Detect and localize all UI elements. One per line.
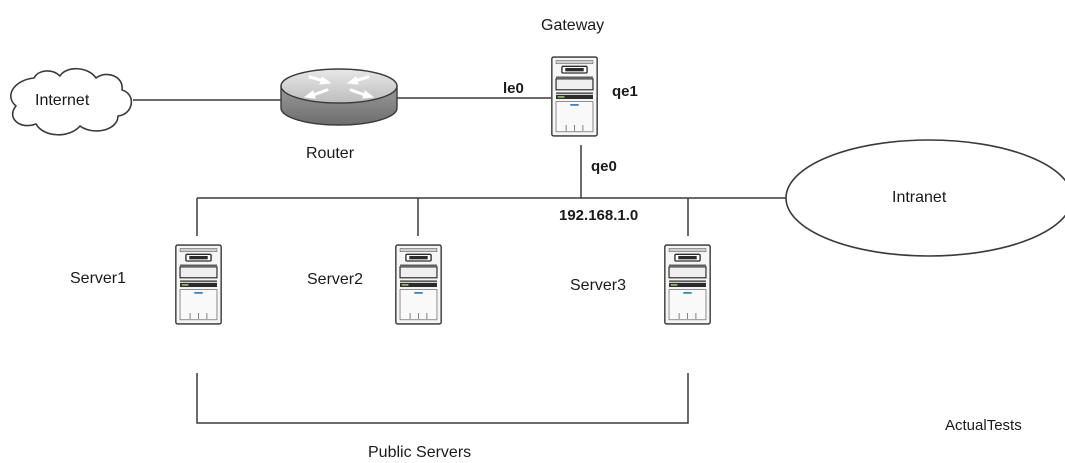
gateway-server-icon [551, 56, 598, 137]
network-address-label: 192.168.1.0 [559, 207, 639, 224]
internet-cloud [10, 67, 133, 136]
server1-icon [175, 244, 222, 325]
server1-label: Server1 [70, 270, 127, 287]
server3-label: Server3 [570, 277, 627, 294]
internet-label: Internet [35, 92, 90, 109]
server2-label: Server2 [307, 271, 364, 288]
intranet-ellipse [785, 139, 1065, 257]
interface-qe1-label: qe1 [612, 83, 638, 100]
server3-icon [664, 244, 711, 325]
interface-qe0-label: qe0 [591, 158, 617, 175]
router-label: Router [306, 145, 355, 162]
gateway-label: Gateway [541, 17, 605, 34]
actualtests-watermark: ActualTests [945, 417, 1022, 434]
public-servers-label: Public Servers [368, 444, 472, 461]
public-servers-bracket [196, 373, 689, 424]
interface-le0-label: le0 [503, 80, 524, 97]
intranet-label: Intranet [892, 189, 947, 206]
router-icon [280, 68, 398, 126]
server2-icon [395, 244, 442, 325]
